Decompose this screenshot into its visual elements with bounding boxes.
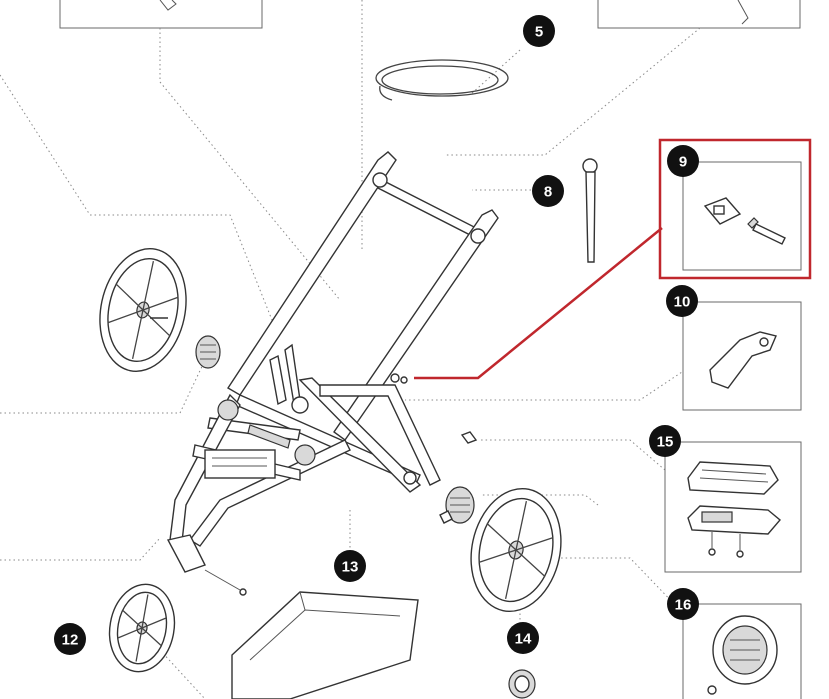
- right-hub-assembly: [439, 486, 475, 524]
- stroller-frame: [166, 151, 499, 596]
- left-hub-cap: [195, 335, 221, 369]
- callout-16-label: 16: [675, 597, 692, 614]
- part-10-box: [682, 301, 802, 411]
- clip-fragment: [390, 373, 478, 444]
- part-16-box: [682, 603, 802, 699]
- highlight-frame: [658, 138, 812, 280]
- basket-part: [231, 591, 419, 699]
- top-left-part-box: [59, 0, 263, 29]
- callout-8: 8: [532, 175, 564, 207]
- callout-10-label: 10: [674, 294, 691, 311]
- front-wheel-part: [108, 583, 176, 673]
- left-rear-wheel: [99, 248, 187, 372]
- callout-14: 14: [507, 622, 539, 654]
- part-15-box: [664, 441, 802, 573]
- callout-9-label: 9: [679, 154, 687, 171]
- callout-10: 10: [666, 285, 698, 317]
- highlight-leader: [414, 227, 663, 380]
- callout-5-label: 5: [535, 24, 543, 41]
- callout-14-label: 14: [515, 631, 532, 648]
- callout-16: 16: [667, 588, 699, 620]
- callout-5: 5: [523, 15, 555, 47]
- right-rear-wheel: [470, 487, 562, 613]
- leader-lines: [0, 0, 701, 699]
- top-right-part-box: [597, 0, 801, 29]
- callout-13: 13: [334, 550, 366, 582]
- callout-9: 9: [667, 145, 699, 177]
- callout-15: 15: [649, 425, 681, 457]
- callout-15-label: 15: [657, 434, 674, 451]
- pin-part: [582, 158, 598, 263]
- callout-8-label: 8: [544, 184, 552, 201]
- callout-12-label: 12: [62, 632, 79, 649]
- callout-12: 12: [54, 623, 86, 655]
- cable-part: [375, 59, 509, 101]
- hub-button-part: [508, 669, 536, 699]
- callout-13-label: 13: [342, 559, 359, 576]
- part-9-box: [682, 161, 802, 271]
